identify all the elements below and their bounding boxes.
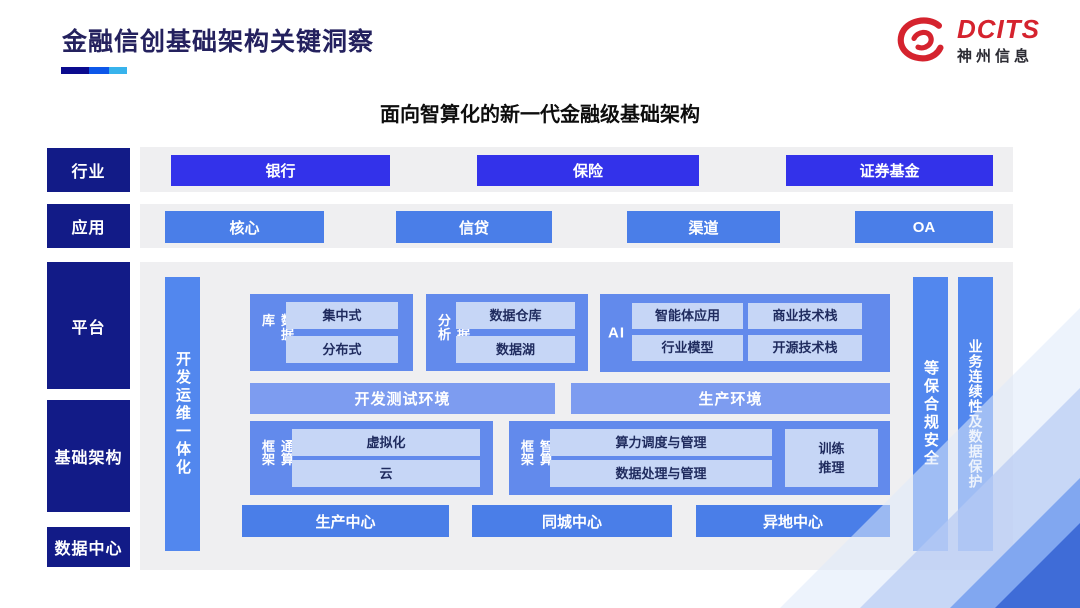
dcits-logo-icon [897, 17, 944, 62]
node-credit: 信贷 [396, 211, 552, 243]
row-label-datacenter: 数据中心 [47, 527, 130, 567]
group-intelligent-compute: 智算框架 算力调度与管理 数据处理与管理 训练 推理 [509, 421, 890, 495]
node-opensource-stack: 开源技术栈 [748, 335, 862, 361]
node-agent-apps: 智能体应用 [632, 303, 743, 329]
bar-business-continuity: 业务连续性及数据保护 [958, 277, 993, 551]
logo-text-block: DCITS 神州信息 [957, 16, 1040, 66]
node-training-inference-line2: 推理 [818, 460, 845, 475]
node-distributed: 分布式 [286, 336, 398, 363]
row-label-industry: 行业 [47, 148, 130, 192]
node-securities-funds: 证券基金 [786, 155, 993, 186]
underline-segment-dark [61, 67, 89, 74]
node-data-processing: 数据处理与管理 [550, 460, 772, 487]
node-data-warehouse: 数据仓库 [456, 302, 575, 329]
row-label-platform: 平台 [47, 262, 130, 389]
node-oa: OA [855, 211, 993, 243]
node-insurance: 保险 [477, 155, 699, 186]
node-data-lake: 数据湖 [456, 336, 575, 363]
node-training-inference-line1: 训练 [818, 440, 845, 456]
node-cloud: 云 [292, 460, 480, 487]
bar-compliance-security: 等保合规安全 [913, 277, 948, 551]
bar-production-environment: 生产环境 [571, 383, 890, 414]
logo-company-text: 神州信息 [957, 48, 1034, 65]
row-label-infrastructure: 基础架构 [47, 400, 130, 512]
node-commercial-stack: 商业技术栈 [748, 303, 862, 329]
bar-devtest-environment: 开发测试环境 [250, 383, 555, 414]
group-ai-label: AI [608, 324, 625, 342]
node-channel: 渠道 [627, 211, 780, 243]
group-ai: AI 智能体应用 商业技术栈 行业模型 开源技术栈 [600, 294, 890, 372]
underline-segment-blue [89, 67, 109, 74]
group-data-analytics: 数据分析 数据仓库 数据湖 [426, 294, 588, 371]
bar-devops: 开发运维一体化 [165, 277, 200, 551]
group-general-compute: 通算框架 虚拟化 云 [250, 421, 493, 495]
node-compute-scheduling: 算力调度与管理 [550, 429, 772, 456]
node-production-center: 生产中心 [242, 505, 449, 537]
node-centralized: 集中式 [286, 302, 398, 329]
group-database: 数据库 集中式 分布式 [250, 294, 413, 371]
title-underline [61, 67, 127, 74]
node-core: 核心 [165, 211, 324, 243]
node-training-inference: 训练 推理 [785, 429, 878, 487]
node-samecity-center: 同城中心 [472, 505, 672, 537]
dcits-logo: DCITS 神州信息 [895, 16, 1040, 66]
group-intelligent-compute-label: 智算框架 [519, 439, 553, 466]
node-bank: 银行 [171, 155, 390, 186]
diagram-title: 面向智算化的新一代金融级基础架构 [380, 104, 700, 126]
group-general-compute-label: 通算框架 [260, 439, 294, 466]
underline-segment-cyan [109, 67, 127, 74]
node-remote-center: 异地中心 [696, 505, 890, 537]
node-virtualization: 虚拟化 [292, 429, 480, 456]
row-label-application: 应用 [47, 204, 130, 248]
node-industry-models: 行业模型 [632, 335, 743, 361]
page-title: 金融信创基础架构关键洞察 [62, 28, 375, 56]
logo-brand-text: DCITS [957, 14, 1040, 44]
